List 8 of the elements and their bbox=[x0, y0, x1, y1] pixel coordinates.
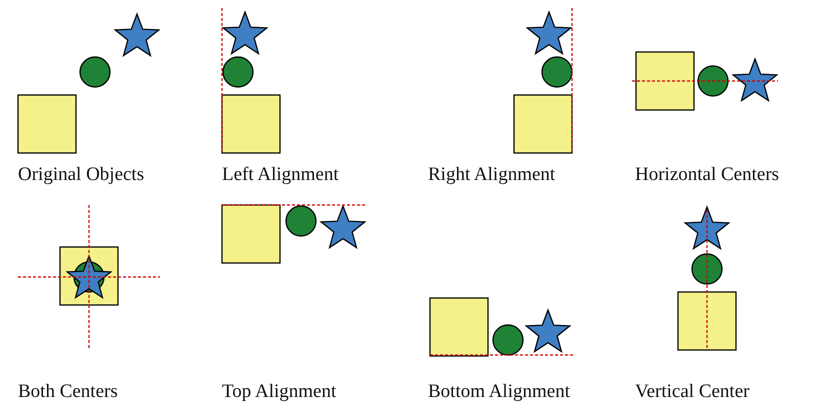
caption: Left Alignment bbox=[222, 164, 339, 186]
caption: Right Alignment bbox=[428, 164, 556, 186]
caption: Top Alignment bbox=[222, 381, 336, 403]
caption: Original Objects bbox=[18, 164, 144, 186]
caption: Horizontal Centers bbox=[635, 164, 780, 186]
caption: Both Centers bbox=[18, 381, 118, 403]
caption: Bottom Alignment bbox=[428, 381, 570, 403]
caption: Vertical Center bbox=[635, 381, 750, 403]
